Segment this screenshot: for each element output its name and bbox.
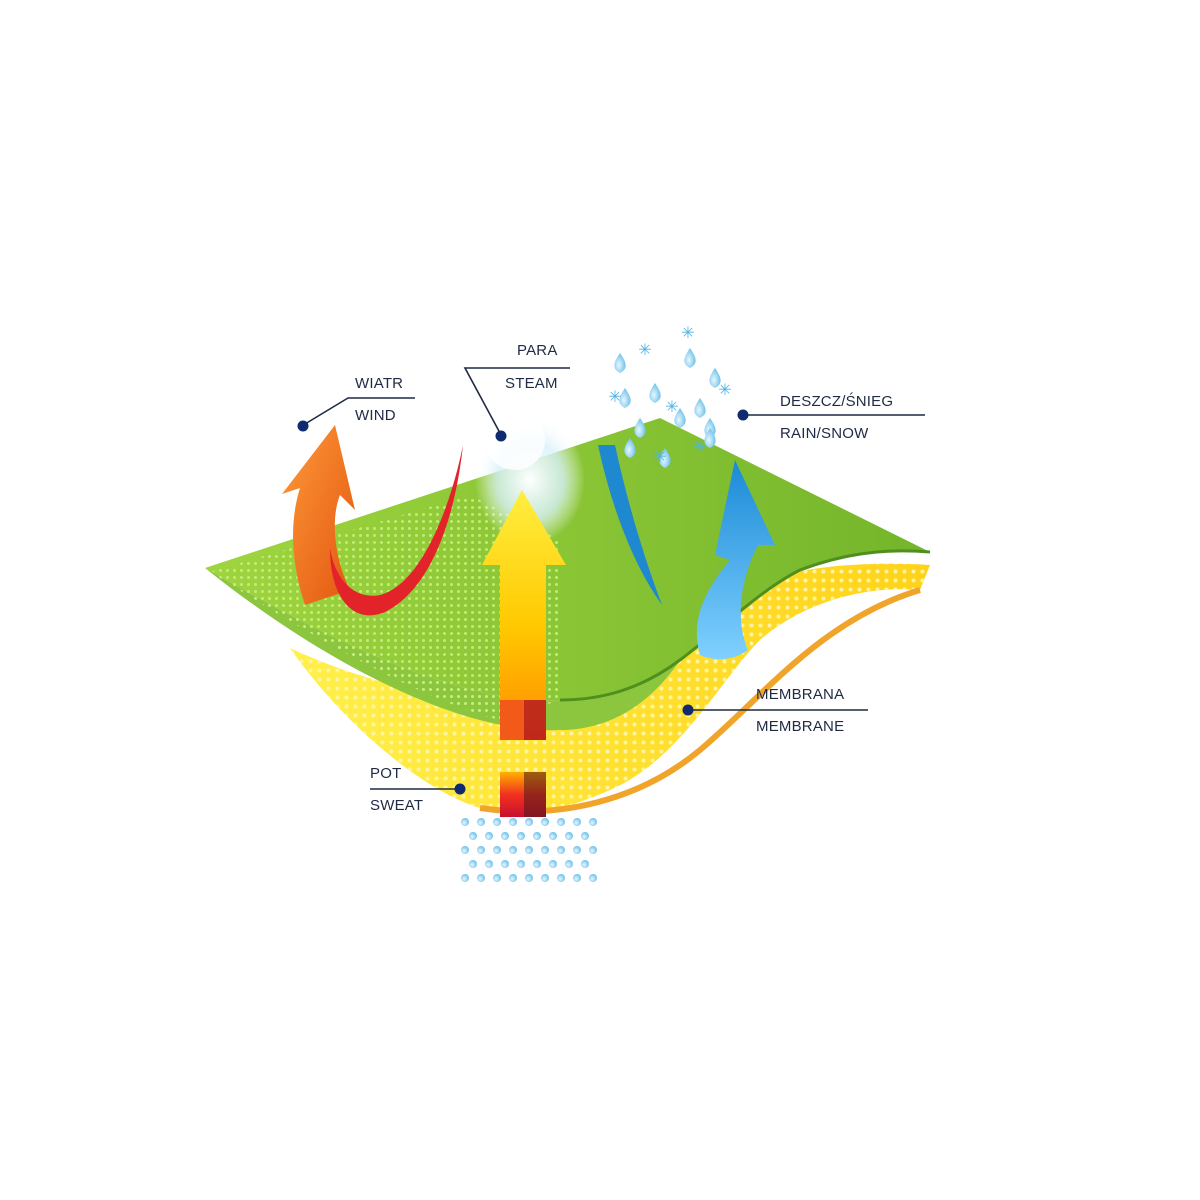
rain-drop <box>614 353 626 373</box>
rain-drop <box>634 418 646 438</box>
snowflake-icon: ✳ <box>693 437 706 456</box>
rain-deflect-swoosh <box>598 445 662 605</box>
sweat-droplet <box>517 860 525 868</box>
sweat-droplet <box>509 846 517 854</box>
snowflake-icon: ✳ <box>638 340 651 359</box>
sweat-droplet <box>589 846 597 854</box>
sweat-droplet <box>493 874 501 882</box>
label-rain-snow: DESZCZ/ŚNIEG RAIN/SNOW <box>737 392 925 442</box>
sweat-droplet <box>485 860 493 868</box>
sweat-droplet <box>557 874 565 882</box>
svg-text:WIATR: WIATR <box>355 375 403 392</box>
sweat-droplet <box>461 846 469 854</box>
label-sweat: POT SWEAT <box>370 765 466 814</box>
rain-drop <box>709 368 721 388</box>
sweat-droplet <box>541 818 549 826</box>
snowflake-icon: ✳ <box>608 387 621 406</box>
sweat-droplet <box>469 860 477 868</box>
rain-drop <box>704 428 716 448</box>
sweat-droplet <box>485 832 493 840</box>
rain-drop <box>674 408 686 428</box>
sweat-droplet <box>549 860 557 868</box>
snowflake-icon: ✳ <box>665 397 678 416</box>
sweat-droplet <box>581 832 589 840</box>
sweat-shaft <box>500 772 546 817</box>
sweat-droplet <box>589 874 597 882</box>
svg-text:STEAM: STEAM <box>505 375 558 392</box>
sweat-droplet <box>461 874 469 882</box>
sweat-droplet <box>549 832 557 840</box>
rain-drop <box>694 398 706 418</box>
svg-text:MEMBRANE: MEMBRANE <box>756 718 844 735</box>
sweat-droplet <box>477 818 485 826</box>
label-membrane: MEMBRANA MEMBRANE <box>682 686 868 735</box>
sweat-droplet <box>469 832 477 840</box>
wind-deflect-swoosh <box>330 445 463 616</box>
sweat-droplet <box>509 818 517 826</box>
sweat-droplets <box>461 818 597 882</box>
rain-drops: ✳ ✳ ✳ ✳ ✳ ✳ ✳ <box>608 323 732 468</box>
sweat-droplet <box>509 874 517 882</box>
sweat-droplet <box>501 832 509 840</box>
sweat-droplet <box>517 832 525 840</box>
sweat-droplet <box>461 818 469 826</box>
sweat-droplet <box>557 818 565 826</box>
snowflake-icon: ✳ <box>681 323 694 342</box>
sweat-droplet <box>533 860 541 868</box>
sweat-droplet <box>573 818 581 826</box>
sweat-droplet <box>501 860 509 868</box>
rain-arrow <box>696 460 775 660</box>
rain-drop <box>619 388 631 408</box>
label-steam: PARA STEAM <box>463 342 570 442</box>
sweat-droplet <box>493 846 501 854</box>
sweat-droplet <box>477 874 485 882</box>
svg-text:WIND: WIND <box>355 407 396 424</box>
sweat-droplet <box>565 832 573 840</box>
svg-text:DESZCZ/ŚNIEG: DESZCZ/ŚNIEG <box>780 392 893 410</box>
sweat-droplet <box>541 846 549 854</box>
label-wind: WIATR WIND <box>297 375 415 432</box>
rain-drop <box>649 383 661 403</box>
svg-text:MEMBRANA: MEMBRANA <box>756 686 844 703</box>
svg-text:RAIN/SNOW: RAIN/SNOW <box>780 425 869 442</box>
rain-drop <box>624 438 636 458</box>
sweat-droplet <box>525 846 533 854</box>
snowflake-icon: ✳ <box>653 447 666 466</box>
svg-text:PARA: PARA <box>517 342 558 359</box>
rain-drop <box>659 448 671 468</box>
sweat-droplet <box>565 860 573 868</box>
wind-arrow <box>282 425 355 605</box>
sweat-droplet <box>581 860 589 868</box>
svg-text:SWEAT: SWEAT <box>370 797 423 814</box>
sweat-droplet <box>557 846 565 854</box>
sweat-droplet <box>525 818 533 826</box>
steam-arrow <box>482 490 566 740</box>
sweat-droplet <box>525 874 533 882</box>
sweat-droplet <box>573 874 581 882</box>
snowflake-icon: ✳ <box>718 380 731 399</box>
sweat-droplet <box>493 818 501 826</box>
sweat-droplet <box>533 832 541 840</box>
svg-text:POT: POT <box>370 765 401 782</box>
sweat-droplet <box>541 874 549 882</box>
sweat-droplet <box>589 818 597 826</box>
sweat-droplet <box>477 846 485 854</box>
sweat-droplet <box>573 846 581 854</box>
rain-drop <box>684 348 696 368</box>
